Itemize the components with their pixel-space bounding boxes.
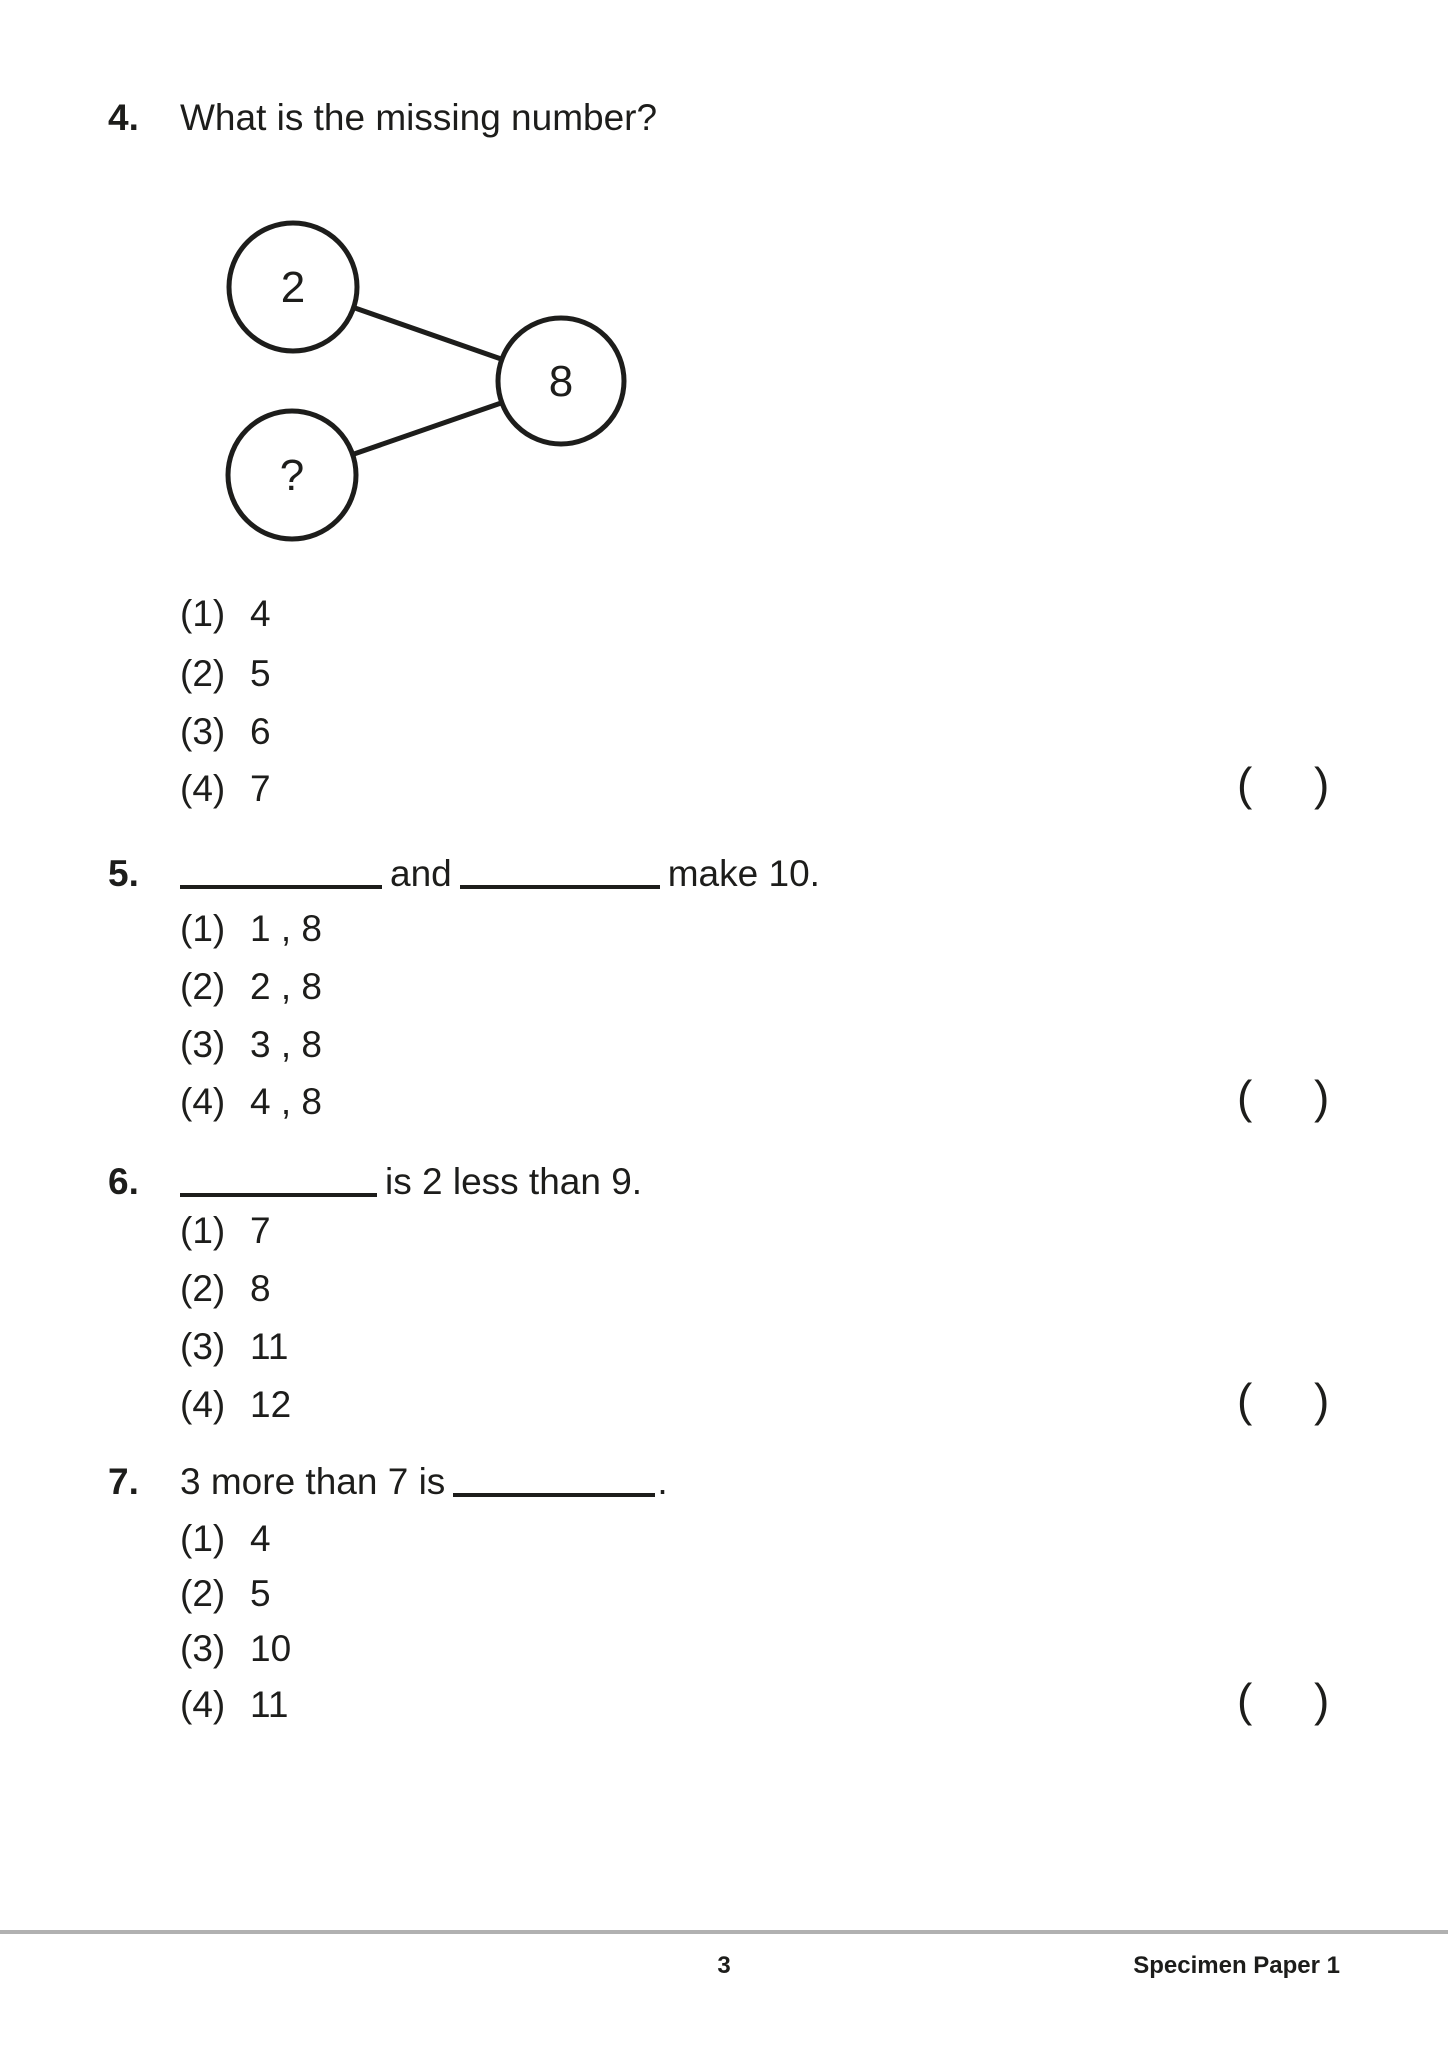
option-label: (1) [180, 593, 226, 634]
answer-bracket-close: ) [1314, 758, 1330, 810]
option-row: (4) 4 , 8 [180, 1080, 322, 1124]
option-row: (3) 6 [180, 710, 271, 754]
answer-blank [180, 884, 382, 889]
option-value: 4 [250, 593, 271, 634]
option-row: (1) 4 [180, 592, 271, 636]
option-label: (4) [180, 1081, 226, 1122]
option-value: 11 [250, 1684, 289, 1725]
option-value: 7 [250, 768, 271, 809]
bond-circle-top [226, 220, 360, 354]
question-number: 7. [108, 1461, 139, 1502]
bond-value-bottom: ? [280, 451, 304, 500]
bond-line-top [354, 305, 505, 363]
question-text: make 10. [667, 853, 820, 894]
option-label: (1) [180, 1210, 226, 1251]
footer-divider [0, 1930, 1448, 1934]
option-label: (2) [180, 1268, 226, 1309]
question-number: 4. [108, 97, 139, 138]
question-number: 5. [108, 853, 139, 894]
option-value: 12 [250, 1384, 292, 1425]
option-label: (4) [180, 1684, 226, 1725]
question-text: 3 more than 7 is [180, 1461, 446, 1502]
answer-blank [180, 1192, 377, 1197]
option-value: 8 [250, 1268, 271, 1309]
option-value: 10 [250, 1628, 292, 1669]
question-text: What is the missing number? [180, 97, 658, 138]
option-row: (2) 5 [180, 1572, 271, 1616]
option-row: (4) 12 [180, 1383, 291, 1427]
answer-bracket-open: ( [1237, 1374, 1253, 1426]
option-row: (2) 2 , 8 [180, 965, 322, 1009]
paper-title: Specimen Paper 1 [1133, 1952, 1340, 1979]
option-label: (3) [180, 1628, 226, 1669]
option-label: (2) [180, 966, 226, 1007]
option-value: 3 , 8 [250, 1024, 322, 1065]
question-text: is 2 less than 9. [385, 1161, 643, 1202]
answer-bracket-open: ( [1237, 758, 1253, 810]
bond-value-top: 2 [281, 263, 305, 312]
option-value: 5 [250, 1573, 271, 1614]
answer-bracket-close: ) [1314, 1374, 1330, 1426]
option-value: 1 , 8 [250, 908, 322, 949]
question-number: 6. [108, 1161, 139, 1202]
option-row: (3) 3 , 8 [180, 1023, 322, 1067]
question-text-row: 3 more than 7 is . [180, 1460, 668, 1504]
option-label: (2) [180, 1573, 226, 1614]
answer-blank [459, 884, 660, 889]
option-label: (4) [180, 768, 226, 809]
bond-circle-bottom [225, 408, 359, 542]
answer-bracket-close: ) [1314, 1674, 1330, 1726]
option-value: 11 [250, 1326, 289, 1367]
answer-bracket-open: ( [1237, 1071, 1253, 1123]
option-label: (4) [180, 1384, 226, 1425]
option-row: (4) 11 [180, 1683, 288, 1727]
option-row: (2) 8 [180, 1267, 271, 1311]
option-label: (2) [180, 653, 226, 694]
page-number: 3 [717, 1952, 731, 1979]
option-value: 2 , 8 [250, 966, 322, 1007]
question-text-row: What is the missing number? [180, 96, 657, 140]
answer-bracket-open: ( [1237, 1674, 1253, 1726]
question-text-row: and make 10. [180, 852, 820, 896]
option-row: (3) 10 [180, 1627, 291, 1671]
answer-bracket-close: ) [1314, 1071, 1330, 1123]
number-bond-diagram: 2 ? 8 [225, 220, 627, 542]
bond-circle-sum [495, 315, 627, 447]
option-row: (1) 7 [180, 1209, 271, 1253]
option-row: (2) 5 [180, 652, 271, 696]
option-label: (1) [180, 1518, 226, 1559]
bond-line-bottom [353, 399, 505, 457]
option-row: (1) 1 , 8 [180, 907, 322, 951]
option-label: (3) [180, 1326, 226, 1367]
option-row: (1) 4 [180, 1517, 271, 1561]
answer-blank [453, 1492, 656, 1497]
question-text: . [657, 1461, 668, 1502]
bond-value-sum: 8 [549, 357, 573, 406]
question-text: and [390, 853, 452, 894]
question-text-row: is 2 less than 9. [180, 1160, 642, 1204]
option-label: (3) [180, 1024, 226, 1065]
option-row: (3) 11 [180, 1325, 288, 1369]
option-label: (1) [180, 908, 226, 949]
option-value: 6 [250, 711, 271, 752]
option-value: 4 [250, 1518, 271, 1559]
option-value: 7 [250, 1210, 271, 1251]
option-value: 5 [250, 653, 271, 694]
option-label: (3) [180, 711, 226, 752]
option-value: 4 , 8 [250, 1081, 322, 1122]
option-row: (4) 7 [180, 767, 271, 811]
